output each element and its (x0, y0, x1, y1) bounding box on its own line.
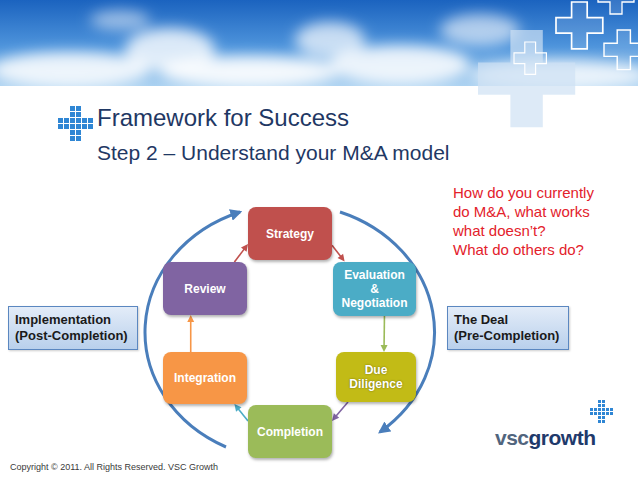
cloud (440, 14, 520, 46)
slide-title: Framework for Success (97, 104, 349, 132)
arrow-head (381, 345, 388, 352)
flow-arrow (332, 245, 345, 261)
outline-plus (514, 42, 546, 74)
flow-arrow (234, 404, 248, 421)
phase-box: Implementation(Post-Completion) (8, 306, 138, 350)
phase-box: The Deal(Pre-Completion) (447, 306, 569, 350)
step-label: Due Diligence (349, 363, 402, 391)
flow-arrow (187, 315, 194, 352)
cloud (90, 10, 150, 30)
arrow-line (332, 245, 341, 257)
subtitle: Step 2 – Understand your M&A model (97, 140, 450, 165)
flow-arrow (381, 316, 388, 353)
label-slot: How do you currently do M&A, what works … (453, 183, 611, 240)
logo-word: growth (529, 426, 596, 450)
title-slot: Framework for Success (97, 104, 349, 132)
outline-pluses (514, 0, 638, 74)
step-box: Due Diligence (336, 352, 416, 402)
dotted-plus-icon (58, 106, 94, 142)
step-label: Completion (257, 425, 323, 439)
step-box: Evaluation & Negotiation (333, 262, 416, 316)
arrow-head (187, 315, 194, 322)
arrow-line (190, 321, 192, 352)
arrow-line (234, 249, 244, 262)
cloud (0, 52, 150, 88)
label-slot: growth (529, 426, 596, 450)
question-note: What do others do? (453, 240, 611, 259)
arrow-line (238, 409, 248, 421)
step-box: Review (163, 262, 247, 315)
step-label: Evaluation & Negotiation (342, 268, 408, 310)
arrow-head (241, 244, 248, 252)
pale-plus (478, 30, 575, 127)
flow-arrow (332, 402, 348, 421)
label-slot: Step 2 – Understand your M&A model (97, 140, 450, 165)
arrow-line (383, 316, 385, 347)
step-box: Completion (248, 405, 332, 458)
phase-heading: The Deal (454, 312, 508, 328)
label-slot: What do others do? (453, 240, 611, 259)
phase-heading: Implementation (15, 312, 111, 328)
cloud (160, 56, 340, 88)
step-box: Strategy (248, 207, 332, 260)
cycle-arc (145, 212, 240, 447)
arrow-head (338, 254, 345, 262)
arrow-line (336, 402, 348, 416)
label-slot: Copyright © 2011. All Rights Reserved. V… (10, 462, 218, 473)
arrow-head (332, 413, 339, 421)
step-box: Integration (163, 352, 247, 404)
question-note: How do you currently do M&A, what works … (453, 183, 611, 240)
outline-plus (604, 30, 638, 70)
cloud (330, 45, 470, 85)
phase-subheading: (Pre-Completion) (454, 328, 559, 344)
step-label: Integration (174, 371, 236, 385)
phase-subheading: (Post-Completion) (15, 328, 128, 344)
copyright-note: Copyright © 2011. All Rights Reserved. V… (10, 462, 218, 473)
flow-arrow (234, 244, 248, 262)
step-label: Review (184, 282, 225, 296)
outline-plus (556, 2, 603, 49)
arrow-head (234, 404, 241, 412)
label-slot: vsc (495, 426, 529, 450)
outline-plus (598, 0, 634, 14)
step-label: Strategy (266, 227, 314, 241)
logo-word: vsc (495, 426, 529, 450)
logo-plus-icon (590, 400, 614, 424)
